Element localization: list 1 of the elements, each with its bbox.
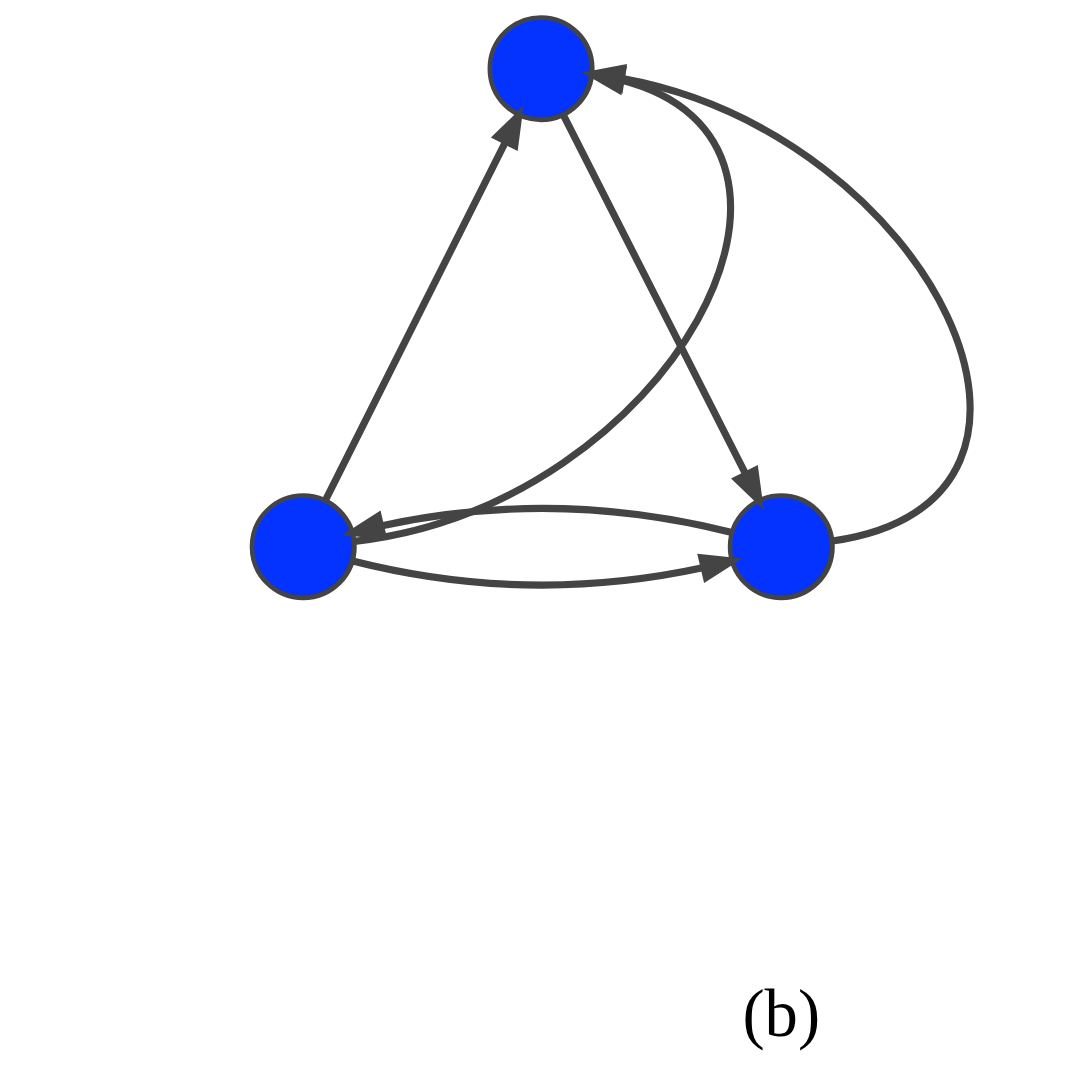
label: (b) xyxy=(742,977,821,1051)
